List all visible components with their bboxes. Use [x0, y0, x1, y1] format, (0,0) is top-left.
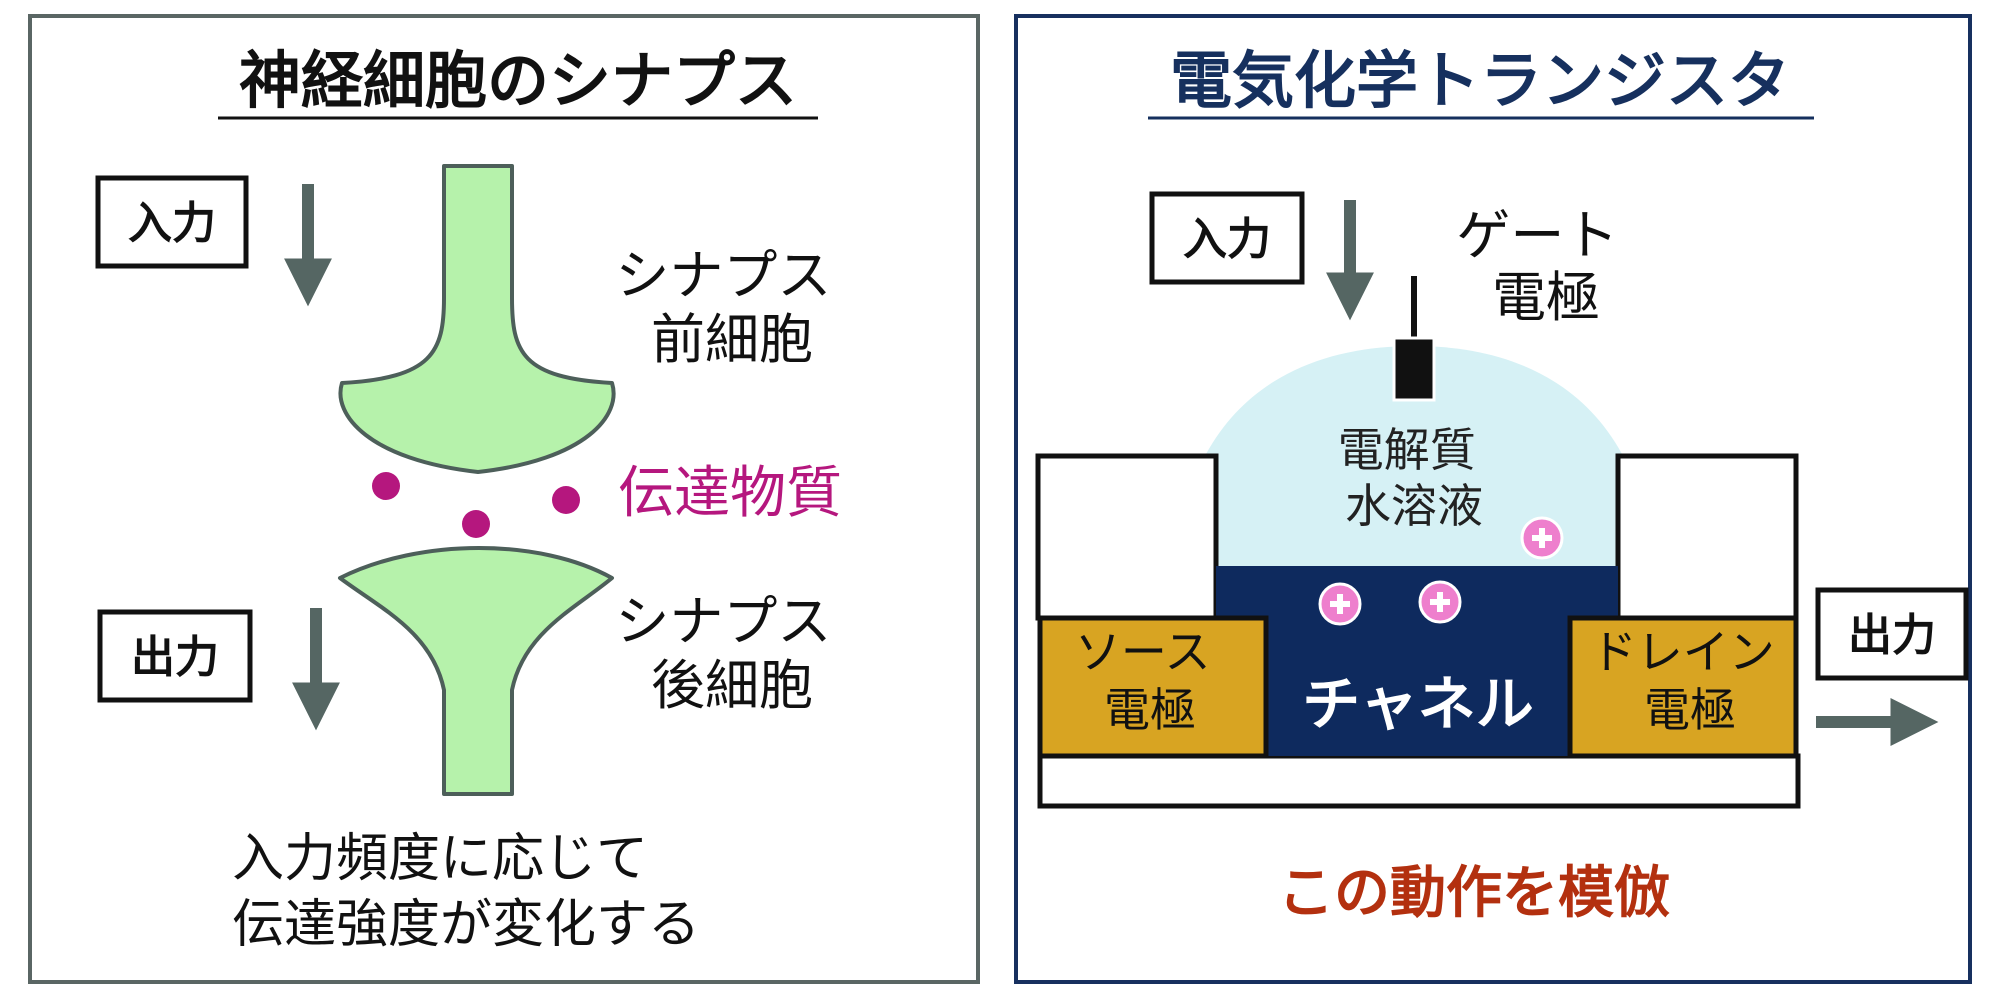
transistor-output-box: 出力	[1815, 587, 1969, 681]
postsynaptic-label: シナプス 後細胞	[615, 590, 848, 717]
synapse-title: 神経細胞のシナプス	[239, 44, 797, 117]
transistor-title: 電気化学トランジスタ	[1170, 44, 1790, 117]
transistor-input-label: 入力	[1183, 214, 1271, 265]
gate-electrode	[1392, 336, 1436, 402]
transmitter-dot	[372, 472, 400, 500]
channel-body	[1264, 616, 1570, 756]
transmitter-label: 伝達物質	[618, 461, 842, 526]
synapse-output-box: 出力	[97, 609, 253, 703]
postsynaptic-cell	[338, 546, 614, 796]
channel-label: チャネル	[1302, 670, 1533, 738]
transmitter-dot	[552, 486, 580, 514]
transmitter-dot	[462, 510, 490, 538]
synapse-input-label: 入力	[128, 198, 216, 249]
channel	[1216, 566, 1618, 618]
left-insulator	[1035, 453, 1219, 621]
synapse-input-box: 入力	[95, 175, 249, 269]
transistor-output-label: 出力	[1848, 610, 1936, 661]
drain-electrode: ドレイン 電極	[1567, 615, 1799, 759]
synapse-panel: 神経細胞のシナプス 入力 出力 伝達物質 シナプス 前細胞 シナプス 後細胞	[28, 14, 980, 984]
electrolyte-label: 電解質 水溶液	[1338, 423, 1491, 533]
presynaptic-cell	[338, 164, 616, 474]
synapse-output-label: 出力	[131, 632, 219, 683]
ion-plus-icon	[1318, 582, 1362, 626]
source-electrode: ソース 電極	[1037, 615, 1269, 759]
presynaptic-label: シナプス 前細胞	[615, 244, 848, 371]
substrate	[1037, 753, 1801, 809]
gate-electrode-label: ゲート 電極	[1456, 204, 1635, 329]
source-electrode-label: ソース 電極	[1075, 625, 1225, 737]
synapse-caption: 入力頻度に応じて 伝達強度が変化する	[232, 829, 700, 955]
electrolyte-solution	[1206, 346, 1622, 566]
transistor-caption: この動作を模倣	[1278, 861, 1670, 926]
drain-electrode-label: ドレイン 電極	[1591, 625, 1790, 737]
transistor-panel: 電気化学トランジスタ 入力 ゲート 電極 電解質 水溶液 チャネル	[1014, 14, 1972, 984]
ion-plus-icon	[1418, 580, 1462, 624]
right-insulator	[1615, 453, 1799, 621]
ion-plus-icon	[1520, 516, 1564, 560]
transistor-input-box: 入力	[1149, 191, 1305, 285]
